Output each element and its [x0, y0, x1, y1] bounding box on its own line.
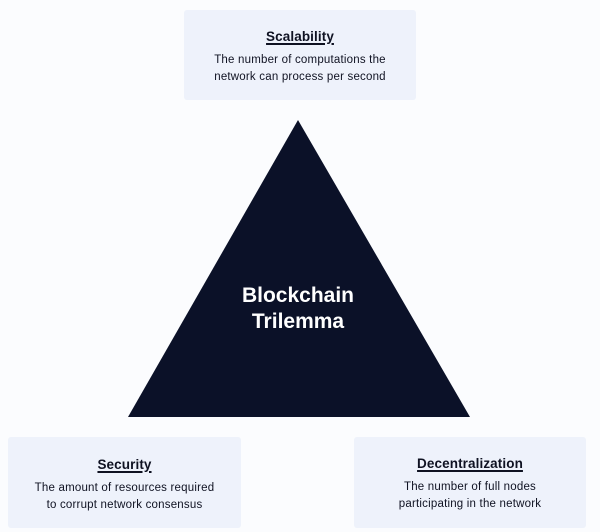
center-label: Blockchain Trilemma — [198, 283, 398, 335]
security-desc-line1: The amount of resources required — [34, 482, 215, 494]
security-card: Security The amount of resources require… — [8, 437, 241, 528]
scalability-desc-line1: The number of computations the — [214, 54, 386, 66]
security-description: The amount of resources required to corr… — [8, 480, 241, 514]
triangle-shape — [128, 120, 470, 417]
scalability-title: Scalability — [266, 29, 334, 44]
decentralization-card: Decentralization The number of full node… — [354, 437, 586, 528]
decentralization-desc-line2: participating in the network — [398, 498, 542, 510]
center-label-line1: Blockchain — [241, 284, 355, 307]
security-desc-line2: to corrupt network consensus — [46, 499, 203, 511]
decentralization-title: Decentralization — [417, 456, 523, 471]
scalability-description: The number of computations the network c… — [184, 52, 416, 86]
center-label-line2: Trilemma — [251, 310, 345, 333]
scalability-card: Scalability The number of computations t… — [184, 10, 416, 100]
decentralization-desc-line1: The number of full nodes — [403, 481, 536, 493]
security-title: Security — [97, 457, 152, 472]
scalability-desc-line2: network can process per second — [214, 71, 386, 83]
decentralization-description: The number of full nodes participating i… — [354, 479, 586, 513]
